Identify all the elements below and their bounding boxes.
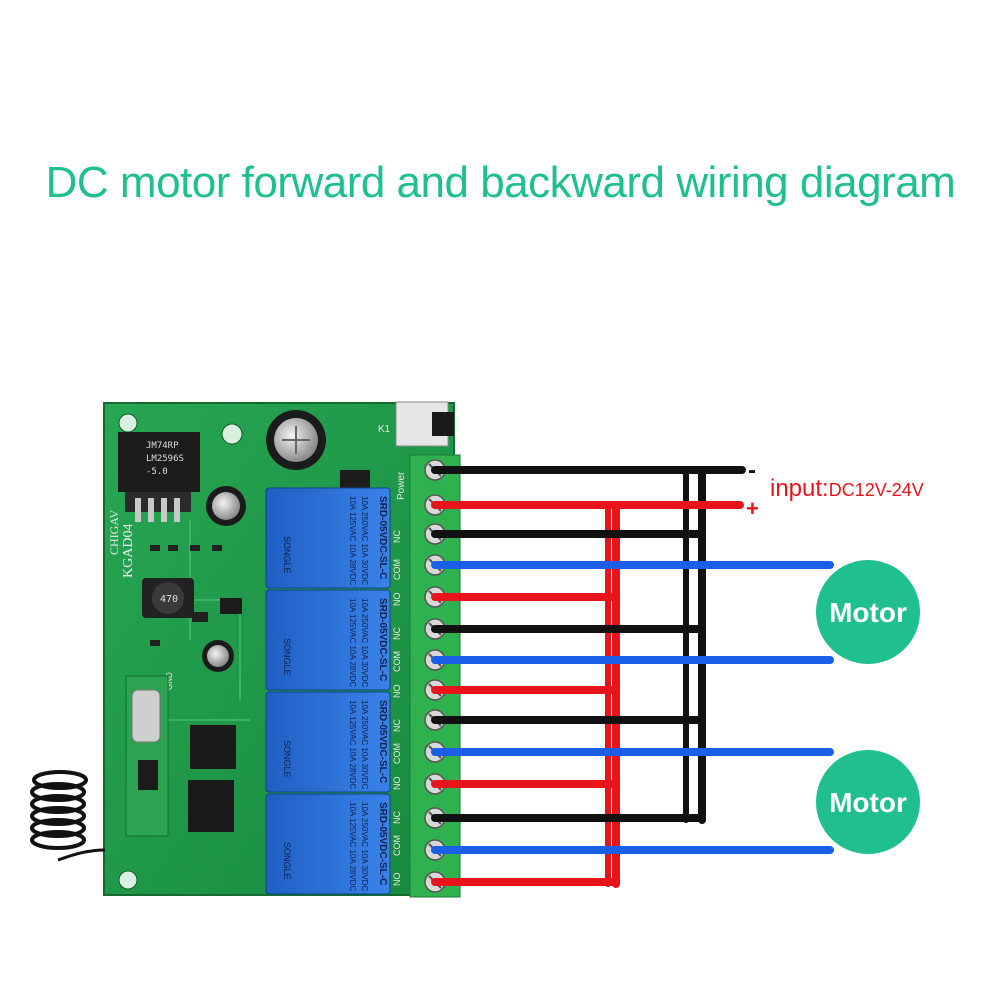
k1-button: K1 — [378, 401, 454, 447]
relay-4-spec1: 10A 250VAC 10A 30VDC — [360, 802, 369, 891]
gnd-label: GND — [165, 672, 174, 690]
relay-3-model: SRD-05VDC-SL-C — [377, 700, 388, 783]
label-no-1: NO — [392, 593, 402, 607]
motor-1: Motor — [816, 560, 920, 664]
minus-sign: - — [748, 457, 756, 484]
relay-3-spec2: 10A 125VAC 10A 28VDC — [348, 700, 357, 789]
relay-1-spec2: 10A 125VAC 10A 28VDC — [348, 496, 357, 585]
relay-1-model: SRD-05VDC-SL-C — [377, 496, 388, 579]
relay-2-brand: SONGLE — [282, 638, 292, 676]
wires — [431, 466, 834, 888]
label-com-4: COM — [392, 835, 402, 856]
relay-4-brand: SONGLE — [282, 842, 292, 880]
regulator-text-2: LM2596S — [146, 454, 184, 464]
relay-1-spec1: 10A 250VAC 10A 30VDC — [360, 496, 369, 585]
k1-label: K1 — [378, 424, 391, 435]
regulator-text-3: -5.0 — [146, 467, 168, 477]
relay-4-model: SRD-05VDC-SL-C — [377, 802, 388, 885]
relay-2-model: SRD-05VDC-SL-C — [377, 598, 388, 681]
svg-text:input:DC12V-24V: input:DC12V-24V — [770, 475, 924, 502]
terminal-labels: NC COM NO NC COM NO NC COM NO NC COM NO — [392, 530, 402, 886]
label-no-4: NO — [392, 873, 402, 887]
power-label: Power — [396, 471, 407, 500]
antenna-coil — [30, 770, 106, 862]
label-com-1: COM — [392, 559, 402, 580]
label-no-2: NO — [392, 685, 402, 699]
label-com-2: COM — [392, 651, 402, 672]
capacitor-large — [266, 410, 326, 470]
relay-4-spec2: 10A 125VAC 10A 28VDC — [348, 802, 357, 891]
relay-4: SRD-05VDC-SL-C 10A 250VAC 10A 30VDC 10A … — [265, 793, 391, 895]
motor-1-label: Motor — [829, 597, 907, 628]
inductor-code: 470 — [160, 594, 178, 605]
diagram-title: DC motor forward and backward wiring dia… — [45, 158, 956, 207]
relay-2-spec2: 10A 125VAC 10A 28VDC — [348, 598, 357, 687]
relay-1: SRD-05VDC-SL-C 10A 250VAC 10A 30VDC 10A … — [265, 487, 391, 589]
label-no-3: NO — [392, 777, 402, 791]
relay-1-brand: SONGLE — [282, 536, 292, 574]
inductor: 470 — [142, 578, 194, 618]
input-voltage: DC12V-24V — [829, 480, 924, 500]
relay-3: SRD-05VDC-SL-C 10A 250VAC 10A 30VDC 10A … — [265, 691, 391, 793]
motor-2-label: Motor — [829, 787, 907, 818]
label-nc-2: NC — [392, 627, 402, 640]
input-label: - + input:DC12V-24V — [746, 457, 924, 521]
label-nc-1: NC — [392, 530, 402, 543]
plus-sign: + — [746, 496, 759, 521]
label-nc-3: NC — [392, 719, 402, 732]
board-model: KGAD04 — [121, 524, 136, 578]
label-com-3: COM — [392, 743, 402, 764]
capacitor-small — [202, 640, 234, 672]
regulator-chip: JM74RP LM2596S -5.0 — [118, 432, 200, 522]
relay-3-brand: SONGLE — [282, 740, 292, 778]
rf-module — [125, 675, 169, 837]
input-text: input: — [770, 475, 829, 502]
capacitor-medium — [206, 486, 246, 526]
smd-components — [150, 470, 370, 646]
ic-chip-2 — [188, 780, 234, 832]
relay-2: SRD-05VDC-SL-C 10A 250VAC 10A 30VDC 10A … — [265, 589, 391, 691]
relay-3-spec1: 10A 250VAC 10A 30VDC — [360, 700, 369, 789]
board-brand: CHIGAV — [107, 510, 121, 555]
label-nc-4: NC — [392, 811, 402, 824]
motor-2: Motor — [816, 750, 920, 854]
relay-2-spec1: 10A 250VAC 10A 30VDC — [360, 598, 369, 687]
regulator-text-1: JM74RP — [146, 441, 179, 451]
ic-chip-1 — [190, 725, 236, 769]
terminal-block — [409, 454, 461, 898]
